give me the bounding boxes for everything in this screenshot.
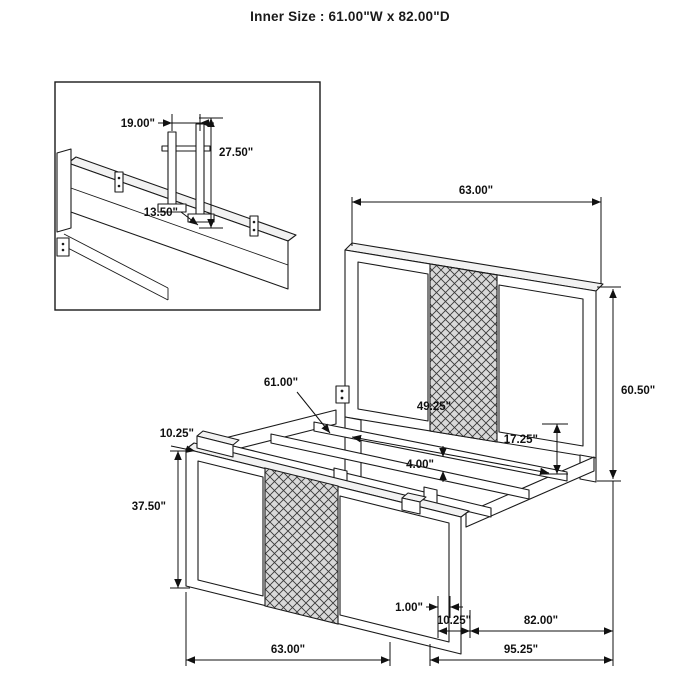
dimension-annotations: 63.00" 60.50" 61.00" 49.25" 4.00" (132, 185, 655, 666)
inset-dim-bracket-spacing: 19.00" (121, 114, 214, 131)
dim-label-side-rail-height: 17.25" (504, 434, 538, 446)
dim-label-floor-gap: 1.00" (395, 602, 423, 614)
dim-label-bracket-spacing: 19.00" (121, 118, 155, 130)
dim-headboard-height: 60.50" (597, 286, 655, 666)
dim-label-overall-width: 63.00" (271, 644, 305, 656)
inset-dim-bracket-foot: 13.50" (144, 207, 199, 226)
inset-bracket-b (195, 123, 205, 215)
inset-left-post (56, 148, 72, 233)
footboard-right-panel (339, 495, 450, 643)
headboard-mount-bracket (335, 385, 350, 404)
footboard-left-panel (197, 460, 264, 597)
dim-label-slat-length: 49.25" (417, 401, 451, 413)
dim-label-headboard-height: 60.50" (621, 385, 655, 397)
dim-headboard-width: 63.00" (351, 185, 602, 284)
dim-slat-length: 49.25" (351, 401, 550, 476)
headboard (344, 242, 604, 483)
dim-inner-depth: 82.00" (469, 610, 613, 638)
dim-label-headboard-width: 63.00" (459, 185, 493, 197)
inset-bracket-a (167, 131, 177, 205)
inset-clip-right (249, 215, 259, 237)
dim-label-bracket-foot: 13.50" (144, 207, 178, 219)
page-title: Inner Size : 61.00"W x 82.00"D (250, 9, 450, 24)
headboard-quilted-panel (429, 263, 498, 443)
dim-footboard-height: 37.50" (132, 450, 190, 589)
dim-inner-width: 61.00" (264, 377, 331, 434)
dim-label-slat-spacing: 4.00" (406, 459, 434, 471)
inset-dim-bracket-height: 27.50" (199, 117, 253, 229)
dim-label-inner-width: 61.00" (264, 377, 298, 389)
dim-label-footboard-depth: 10.25" (437, 615, 471, 627)
dim-label-bracket-height: 27.50" (219, 147, 253, 159)
dim-slat-spacing: 4.00" (406, 446, 447, 482)
dim-overall-depth: 95.25" (429, 644, 613, 666)
headboard-left-panel (357, 261, 429, 422)
dim-overall-width: 63.00" (185, 592, 391, 666)
inset-clip-end (56, 237, 70, 257)
dim-label-footboard-height: 37.50" (132, 501, 166, 513)
headboard-left-leg (344, 416, 362, 481)
bed-drawing (185, 242, 604, 655)
inset-clip-left (114, 171, 124, 193)
dim-label-footboard-bracket: 10.25" (160, 428, 194, 440)
dim-side-rail-height: 17.25" (504, 423, 568, 475)
dim-footboard-depth: 10.25" (437, 615, 471, 635)
headboard-right-panel (498, 284, 584, 447)
inset-bracket-a-foot (157, 203, 187, 213)
footboard (185, 430, 470, 655)
dim-label-overall-depth: 95.25" (504, 644, 538, 656)
inset-headboard-panel (56, 148, 297, 301)
dim-label-inner-depth: 82.00" (524, 615, 558, 627)
inset-detail: 19.00" 27.50" 13.50" (54, 81, 321, 311)
dim-footboard-bracket: 10.25" (160, 428, 196, 453)
footboard-quilted-panel (264, 467, 339, 625)
